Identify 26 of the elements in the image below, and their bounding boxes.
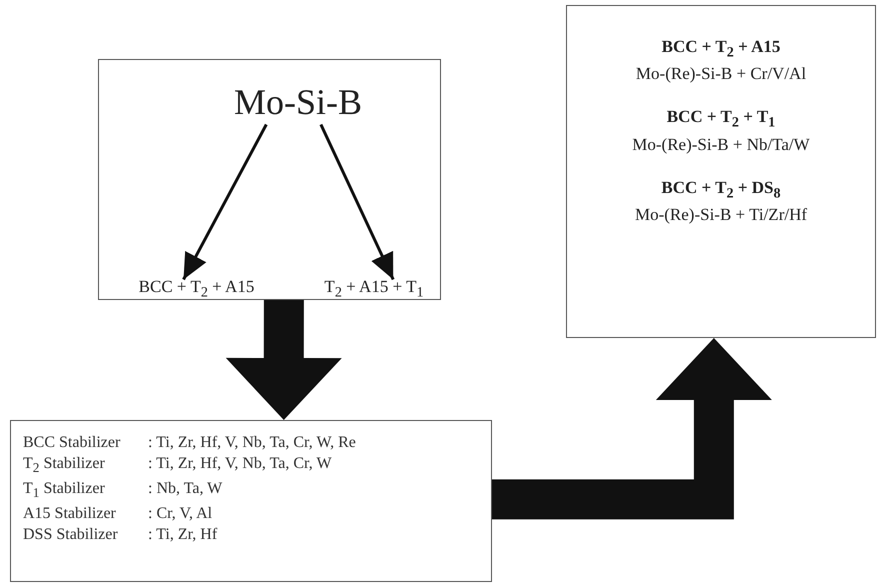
stabilizer-name: T$_{1}$ Stabilizer bbox=[23, 479, 106, 502]
stabilizer-elements: : Cr, V, Al bbox=[148, 504, 214, 524]
stabilizer-table-box bbox=[10, 420, 492, 582]
block-arrow bbox=[226, 300, 342, 420]
stabilizer-name: T$_{2}$ Stabilizer bbox=[23, 454, 106, 478]
alloy-composition: Mo-(Re)-Si-B + Nb/Ta/W bbox=[631, 134, 811, 155]
phase-combination: BCC + T$_{2}$ + T$_{1}$ bbox=[666, 106, 776, 133]
phase-combination: BCC + T$_{2}$ + DS$_{8}$ bbox=[660, 176, 782, 204]
arrow bbox=[320, 124, 395, 280]
stabilizer-elements: : Ti, Zr, Hf bbox=[148, 525, 218, 546]
phase-label: BCC + T$_{2}$ + A15 bbox=[129, 279, 264, 301]
stabilizer-name: BCC Stabilizer bbox=[23, 433, 122, 453]
alloy-composition: Mo-(Re)-Si-B + Cr/V/Al bbox=[634, 63, 808, 84]
phase-combination: BCC + T$_{2}$ + A15 bbox=[660, 36, 782, 62]
stabilizer-elements: : Ti, Zr, Hf, V, Nb, Ta, Cr, W, Re bbox=[148, 433, 356, 453]
phase-label: T$_{2}$ + A15 + T$_{1}$ bbox=[319, 279, 429, 301]
block-arrow bbox=[492, 338, 772, 520]
stabilizer-elements: : Ti, Zr, Hf, V, Nb, Ta, Cr, W bbox=[148, 454, 333, 474]
stabilizer-elements: : Nb, Ta, W bbox=[148, 479, 224, 500]
system-box bbox=[98, 59, 441, 300]
system-title: Mo-Si-B bbox=[228, 80, 368, 124]
stabilizer-name: A15 Stabilizer bbox=[23, 504, 117, 524]
alloy-composition: Mo-(Re)-Si-B + Ti/Zr/Hf bbox=[634, 204, 808, 226]
alloy-design-box bbox=[566, 5, 876, 338]
arrow bbox=[182, 124, 268, 280]
stabilizer-name: DSS Stabilizer bbox=[23, 525, 119, 546]
